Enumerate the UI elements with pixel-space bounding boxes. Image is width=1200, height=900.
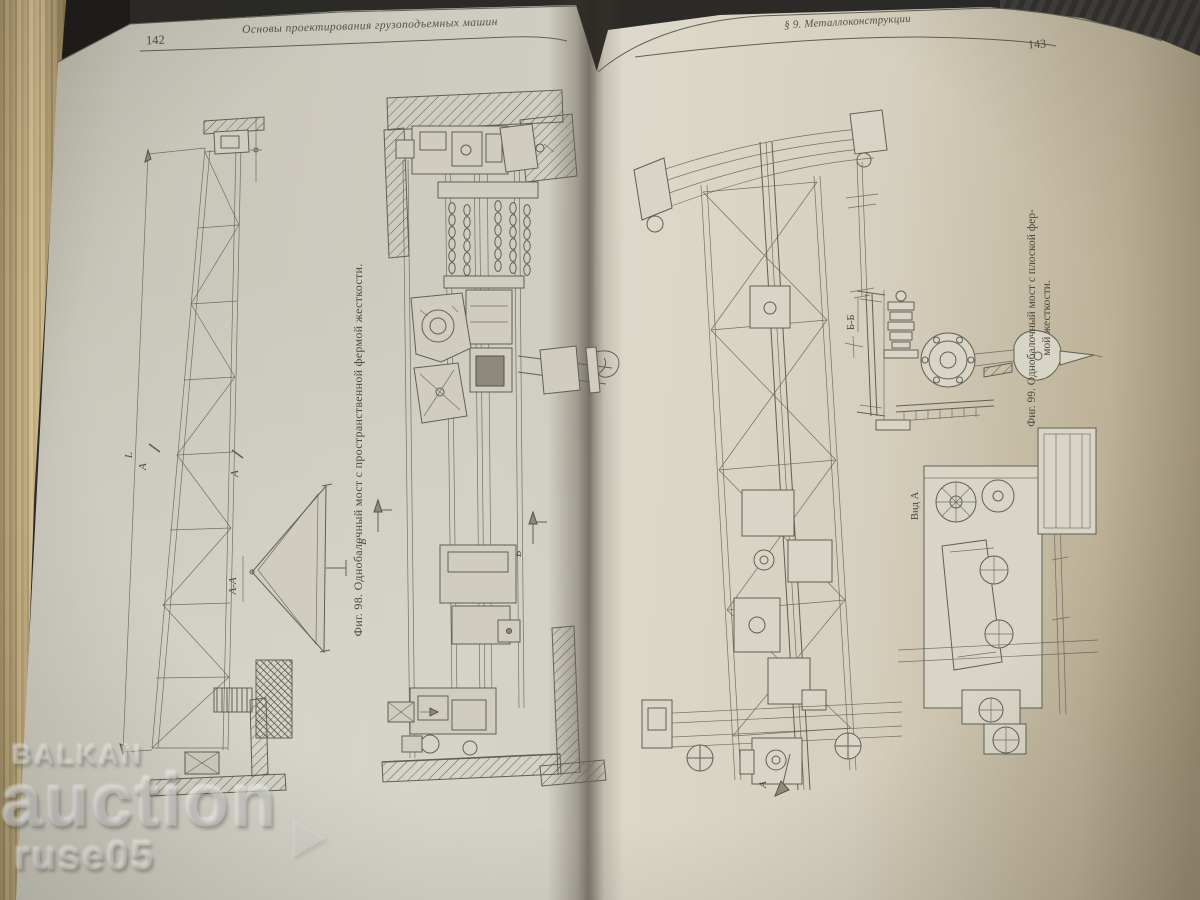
hook-assembly bbox=[517, 345, 620, 395]
section-marker-a: A A bbox=[137, 443, 244, 478]
left-page-number: 142 bbox=[145, 32, 165, 48]
view-a-label: Вид А bbox=[910, 491, 921, 520]
buffer-spring-detail bbox=[883, 290, 919, 359]
section-b1-label: Б bbox=[357, 538, 369, 546]
section-view-bb: Б-Б bbox=[844, 290, 1103, 431]
figure-99-caption-line2: мой жесткости. bbox=[1040, 280, 1053, 356]
ladder-detail bbox=[213, 687, 253, 713]
end-carriage-bottom bbox=[641, 699, 903, 785]
section-marker-b1: Б bbox=[357, 498, 392, 546]
chain-hoist bbox=[437, 181, 539, 393]
trolley-wheel-detail bbox=[920, 332, 1015, 388]
truss-elevation-drawing bbox=[149, 116, 293, 797]
left-page-top-edge bbox=[57, 5, 577, 63]
section-aa-label: А-А bbox=[227, 577, 239, 595]
hook-icon bbox=[595, 350, 620, 378]
end-carriage-top bbox=[633, 109, 888, 233]
section-a-label-left: A bbox=[137, 463, 149, 471]
right-page-top-edge bbox=[597, 7, 1163, 73]
view-arrow-a-label: А bbox=[757, 781, 769, 789]
frame-detail bbox=[1037, 427, 1097, 535]
toothed-rail-detail bbox=[875, 399, 995, 431]
figure-99-caption: Фиг. 99. Однобалочный мост с плоской фер… bbox=[1025, 176, 1055, 460]
section-bb-label: Б-Б bbox=[846, 314, 857, 330]
bridge-machinery bbox=[733, 285, 833, 711]
lower-drive bbox=[387, 544, 521, 756]
section-a-label-right: A bbox=[229, 470, 241, 478]
watermark-ruse05: ruse05 bbox=[14, 834, 155, 878]
section-view-aa: А-А bbox=[227, 483, 347, 654]
wall-hatching-right bbox=[551, 625, 581, 775]
bridge-plan-drawing: А bbox=[633, 109, 903, 797]
section-b2-label: Б bbox=[512, 550, 524, 558]
right-header-rule bbox=[634, 36, 1057, 58]
section-marker-b2: Б bbox=[512, 510, 547, 558]
left-header-rule bbox=[139, 36, 568, 52]
ground-hatching bbox=[149, 773, 287, 797]
girder-assembly-drawing: Б Б bbox=[357, 89, 620, 787]
watermark-auction: auction bbox=[1, 759, 279, 842]
watermark-arrow-icon bbox=[292, 818, 326, 858]
buffer-rod bbox=[845, 161, 879, 299]
gear-wheel-2 bbox=[981, 479, 1015, 513]
top-carriage bbox=[395, 123, 555, 175]
figure-98-caption: Фиг. 98. Однобалочный мост с пространств… bbox=[351, 263, 365, 637]
view-arrow-a: А bbox=[757, 753, 791, 797]
dimension-line: L bbox=[119, 147, 206, 756]
view-a-detail: Вид А bbox=[897, 427, 1099, 755]
figure-99-caption-line1: Фиг. 99. Однобалочный мост с плоской фер… bbox=[1026, 209, 1038, 427]
hook-plate-detail bbox=[1013, 330, 1103, 381]
watermark-balkan: BALKAN bbox=[12, 740, 144, 770]
dimension-label: L bbox=[123, 452, 135, 459]
trolley-wheel-plate bbox=[410, 292, 472, 424]
top-support-hatching bbox=[203, 116, 265, 135]
right-page-number: 143 bbox=[1027, 36, 1047, 52]
